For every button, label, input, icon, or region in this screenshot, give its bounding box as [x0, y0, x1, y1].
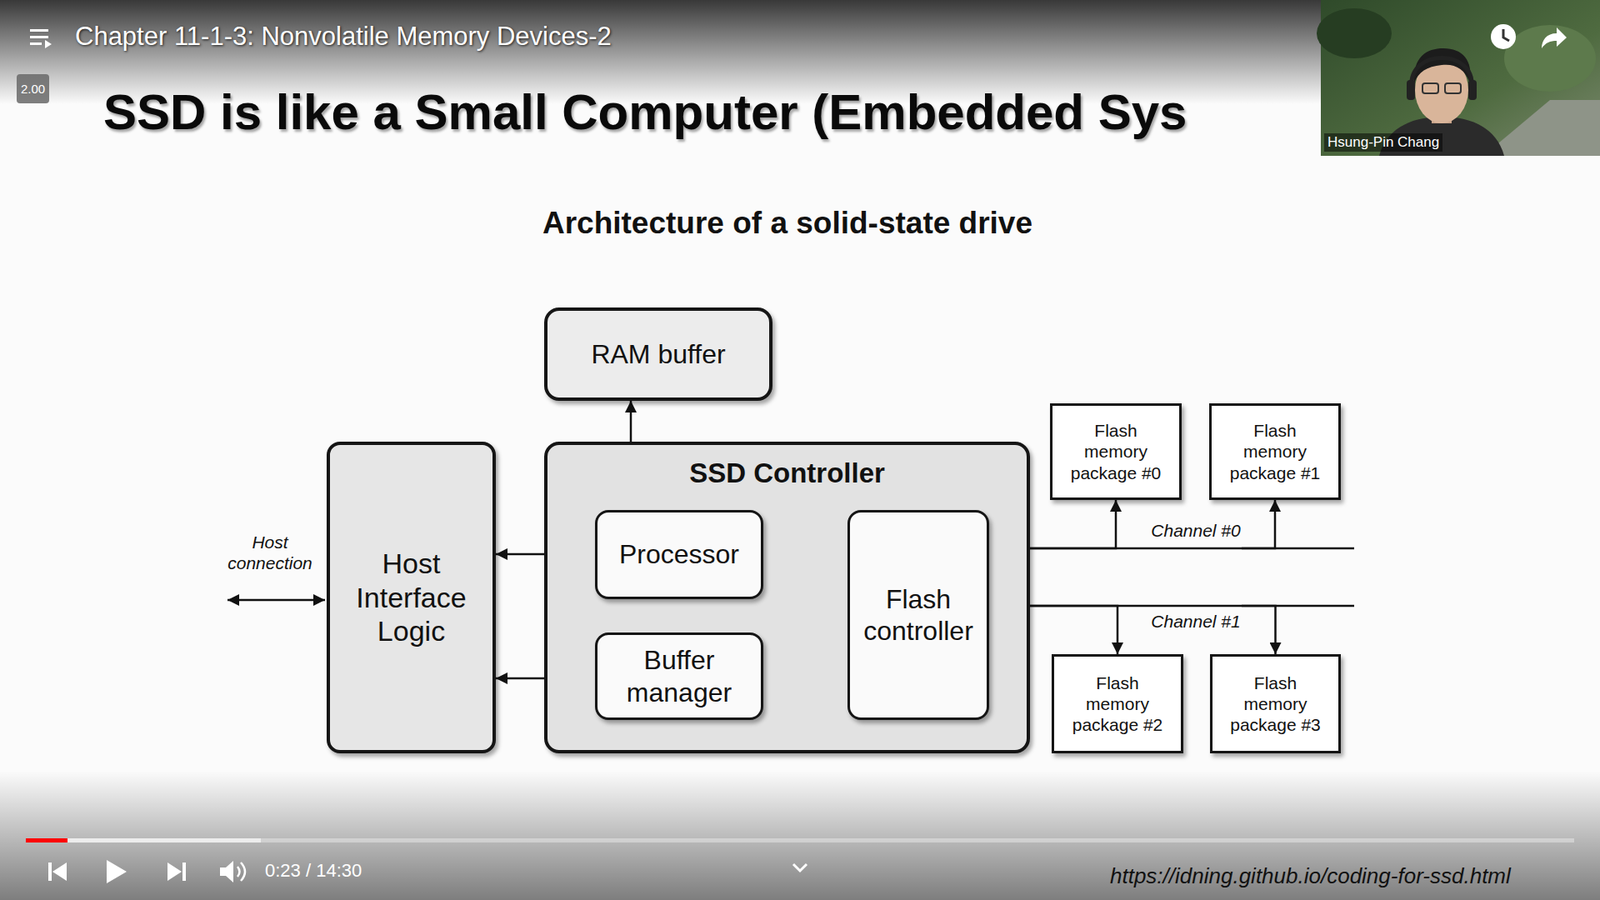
- group-heading: SSD Controller: [689, 456, 885, 490]
- node-text: Host Interface Logic: [338, 546, 485, 649]
- progress-bar: [25, 838, 1575, 843]
- time-display: 0:23 / 14:30: [265, 860, 362, 882]
- host-connection-arrow: [227, 599, 325, 602]
- process-box: Flash controller: [847, 510, 990, 720]
- channel-label: Channel #0: [1150, 520, 1240, 541]
- speed-badge: 2.00: [16, 74, 50, 104]
- process-box: Processor: [595, 510, 764, 600]
- node-text: Flash controller: [856, 583, 980, 648]
- node-text: Flash memory package #1: [1223, 420, 1327, 484]
- webcam-view: [1316, 0, 1600, 156]
- connector-arrow: [989, 605, 1276, 655]
- controller-group: SSD ControllerProcessorBuffer manager Fla…: [544, 441, 1030, 754]
- diagram-heading: Architecture of a solid-state drive: [542, 205, 1033, 242]
- node-text: Processor: [619, 538, 740, 570]
- node-text: RAM buffer: [590, 338, 725, 370]
- node-text: Flash memory package #2: [1065, 672, 1170, 736]
- memory-box: RAM buffer: [544, 307, 773, 401]
- playlist-icon: [30, 29, 52, 49]
- slide-heading: SSD is like a Small Computer (Embedded S…: [103, 82, 1187, 143]
- channel-label: Channel #1: [1150, 610, 1240, 632]
- player-controls: [48, 860, 807, 884]
- flash-package: Flash memory package #1: [1209, 403, 1341, 500]
- flash-package: Flash memory package #2: [1051, 654, 1184, 754]
- node-text: Flash memory package #0: [1064, 420, 1168, 484]
- bottom-shade: [0, 770, 1600, 900]
- speaker-name: Hsung-Pin Chang: [1324, 133, 1443, 152]
- connector-arrow: [989, 500, 1275, 549]
- process-box: Buffer manager: [595, 632, 764, 720]
- connection-label: Host connection: [220, 531, 320, 574]
- flash-package: Flash memory package #3: [1210, 654, 1341, 754]
- share-icon: [1541, 27, 1567, 49]
- interface-box: Host Interface Logic: [326, 441, 496, 754]
- source-url: https://idning.github.io/coding-for-ssd.…: [1110, 863, 1511, 890]
- node-text: Flash memory package #3: [1224, 672, 1328, 736]
- video-title: Chapter 11-1-3: Nonvolatile Memory Devic…: [75, 20, 612, 52]
- clock-icon: [1490, 24, 1516, 50]
- node-text: Buffer manager: [608, 644, 750, 709]
- flash-package: Flash memory package #0: [1050, 403, 1182, 500]
